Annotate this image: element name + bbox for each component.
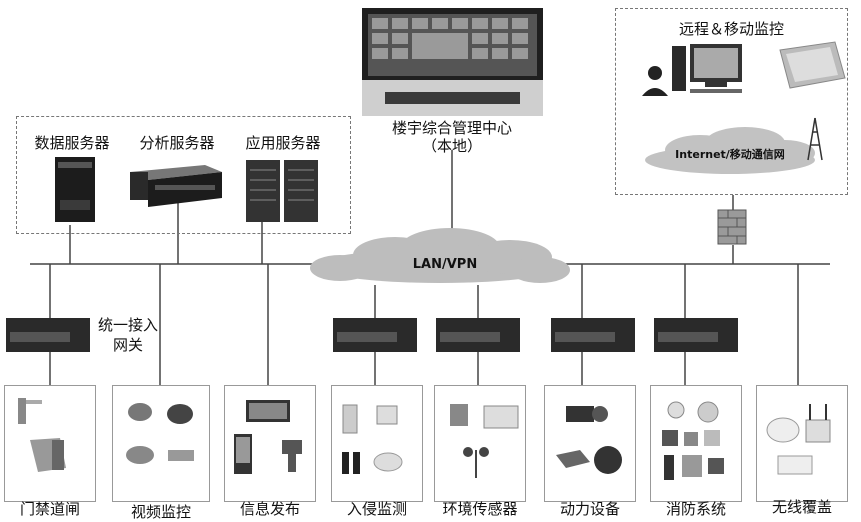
gateway-device-icon xyxy=(6,318,90,352)
gateway-device-icon xyxy=(654,318,738,352)
lan-cloud xyxy=(310,228,570,283)
subsystem-label-access: 门禁道闸 xyxy=(19,500,80,518)
video-wall-icon xyxy=(362,8,543,116)
firewall-icon xyxy=(717,209,747,245)
subsystem-box-video xyxy=(112,385,210,502)
subsystem-box-wireless xyxy=(756,385,848,502)
internet-cloud xyxy=(645,127,815,174)
remote-operator-icon xyxy=(642,44,742,96)
subsystem-box-access xyxy=(4,385,96,502)
internet-label: Internet/移动通信网 xyxy=(675,148,785,161)
app-server-icon xyxy=(246,160,318,222)
subsystem-box-fire xyxy=(650,385,742,502)
remote-monitoring-box xyxy=(615,8,848,195)
server-group-box xyxy=(16,116,351,234)
remote-title: 远程＆移动监控 xyxy=(678,20,784,38)
subsystem-label-video: 视频监控 xyxy=(130,503,191,521)
gateway-device-icon xyxy=(436,318,520,352)
subsystem-label-fire: 消防系统 xyxy=(665,500,726,518)
data-server-label: 数据服务器 xyxy=(34,134,110,152)
gateway-label-line1: 统一接入 xyxy=(97,316,158,334)
fire-system-icons xyxy=(662,401,724,480)
gateway-device-icon xyxy=(333,318,417,352)
subsystem-box-environment xyxy=(434,385,526,502)
subsystem-label-power: 动力设备 xyxy=(559,500,620,518)
camera-icons xyxy=(126,403,194,464)
turnstile-icon xyxy=(18,398,66,472)
subsystem-label-environment: 环境传感器 xyxy=(442,500,518,518)
subsystem-box-intrusion xyxy=(331,385,423,502)
cell-tower-icon xyxy=(807,117,823,161)
subsystem-box-info xyxy=(224,385,316,502)
gateway-label-line2: 网关 xyxy=(112,336,143,354)
app-server-label: 应用服务器 xyxy=(245,134,321,152)
lan-label: LAN/VPN xyxy=(412,257,478,272)
analysis-server-icon xyxy=(130,165,222,207)
wireless-ap-icons xyxy=(766,404,831,475)
power-equipment-icons xyxy=(556,406,622,474)
subsystem-label-intrusion: 入侵监测 xyxy=(346,500,407,518)
display-icons xyxy=(234,400,302,474)
gateway-device-icon xyxy=(551,318,635,352)
local-center-subtitle: （本地） xyxy=(421,137,482,155)
local-center-title: 楼宇综合管理中心 xyxy=(391,119,512,137)
data-server-icon xyxy=(55,157,95,222)
mobile-phone-icon xyxy=(779,41,846,89)
subsystem-label-info: 信息发布 xyxy=(239,500,300,518)
environment-sensor-icons xyxy=(450,404,519,478)
intrusion-sensor-icons xyxy=(342,404,403,474)
analysis-server-label: 分析服务器 xyxy=(139,134,215,152)
subsystem-label-wireless: 无线覆盖 xyxy=(771,498,832,516)
subsystem-box-power xyxy=(544,385,636,502)
